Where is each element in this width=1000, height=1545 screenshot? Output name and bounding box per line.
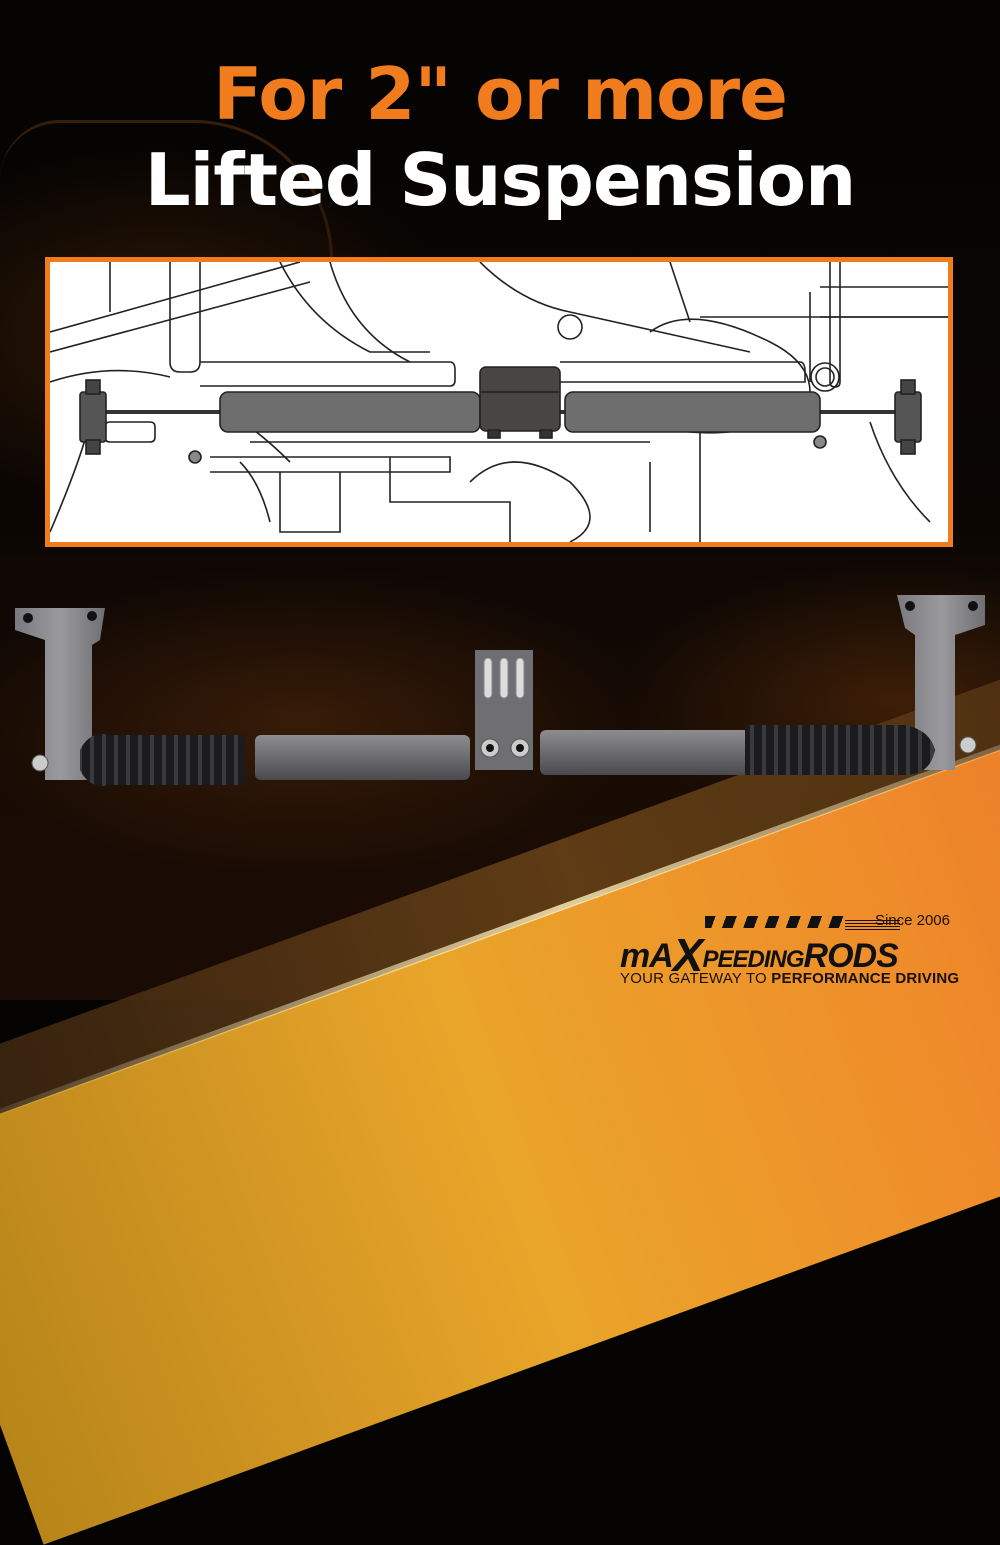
product-photo-dual-steering-stabilizer [0, 580, 1000, 810]
logo-wordmark: mAXPEEDINGRODS [620, 924, 899, 981]
headline-line-2: Lifted Suspension [144, 138, 857, 222]
logo-tagline: YOUR GATEWAY TO PERFORMANCE DRIVING [620, 970, 959, 987]
tagline-bold: PERFORMANCE DRIVING [771, 970, 960, 987]
axle-line-art [50, 262, 948, 542]
logo-prefix: mA [620, 937, 674, 975]
headline-line-1: For 2" or more [213, 52, 788, 136]
brand-logo: Since 2006 mAXPEEDINGRODS YOUR GATEWAY T… [620, 912, 959, 992]
installation-diagram [45, 257, 953, 547]
speed-lines-icon [845, 920, 900, 930]
checkered-flag-icon [705, 916, 845, 928]
logo-suffix: RODS [803, 937, 899, 975]
logo-mid: PEEDING [702, 946, 804, 973]
logo-x: X [672, 929, 704, 981]
stabilizer-kit-illustration [15, 595, 985, 786]
tagline-regular: YOUR GATEWAY TO [620, 970, 772, 987]
logo-since-text: Since 2006 [874, 912, 950, 929]
